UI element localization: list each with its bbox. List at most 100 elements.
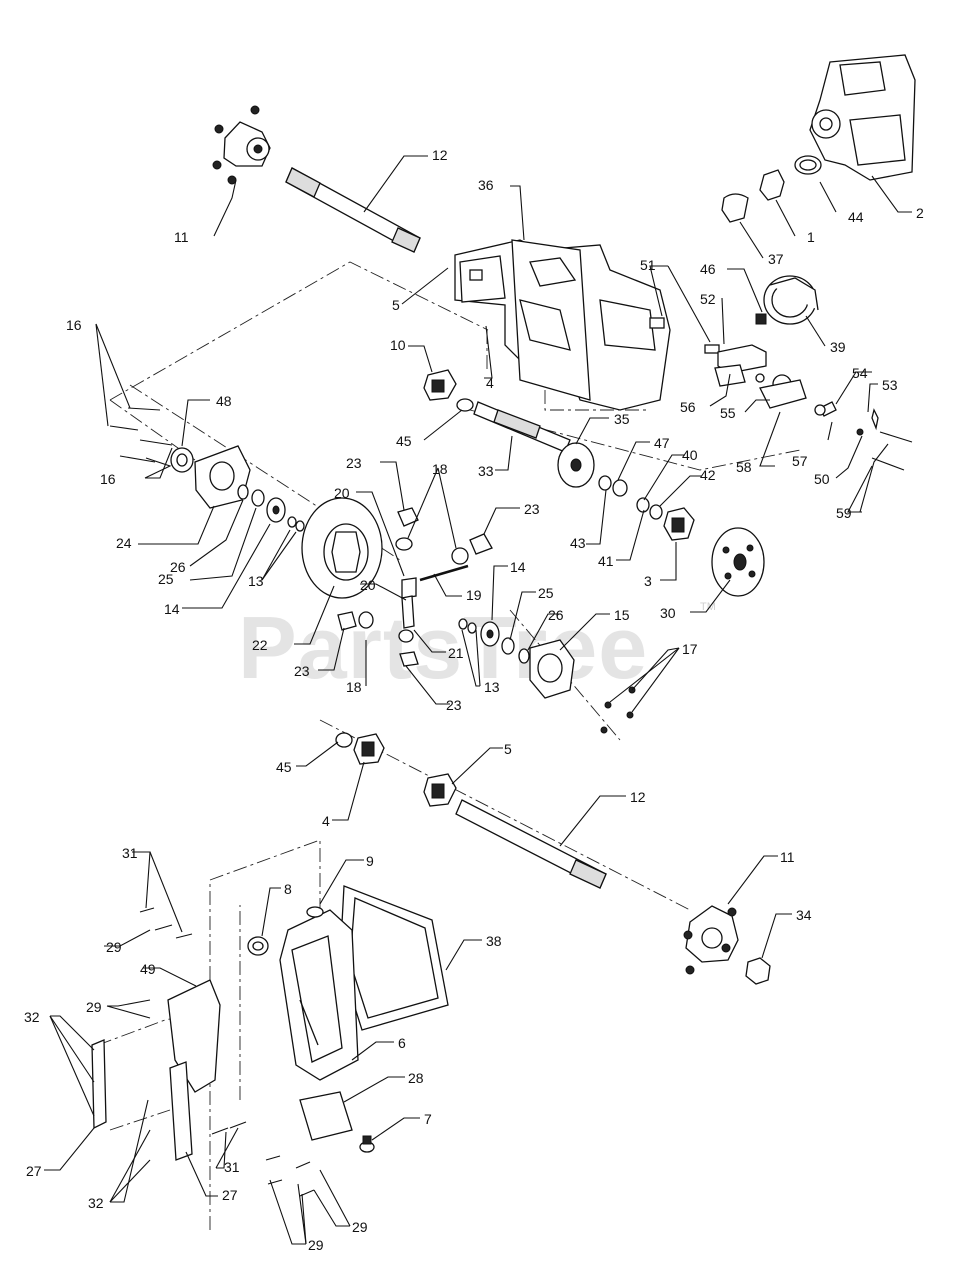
callout-3: 3 — [644, 573, 652, 589]
callout-47: 47 — [654, 435, 670, 451]
callout-50: 50 — [814, 471, 830, 487]
callout-16-bottom: 16 — [100, 471, 116, 487]
callout-10: 10 — [390, 337, 406, 353]
callout-23-bottom: 23 — [446, 697, 462, 713]
callout-43: 43 — [570, 535, 586, 551]
ring-gear-22 — [301, 497, 383, 599]
bearing-4-bottom — [353, 733, 385, 765]
callout-53: 53 — [882, 377, 898, 393]
cover-15 — [529, 639, 575, 699]
callout-28: 28 — [408, 1070, 424, 1086]
callout-20-top: 20 — [334, 485, 350, 501]
callout-29-right: 29 — [352, 1219, 368, 1235]
washers-47-43-40-41-42 — [598, 475, 663, 520]
axle-shaft-bottom — [455, 799, 607, 889]
callout-42: 42 — [700, 467, 716, 483]
axle-shaft-top — [285, 167, 421, 253]
callout-23-left: 23 — [294, 663, 310, 679]
differential-internals — [337, 507, 493, 667]
callout-32-left: 32 — [24, 1009, 40, 1025]
plate-27-left — [91, 1039, 107, 1130]
hydro-pump-assembly — [809, 54, 916, 181]
callout-leaders — [44, 155, 912, 1245]
callout-37: 37 — [768, 251, 784, 267]
plate-27-right — [169, 1061, 193, 1161]
callout-20-bottom: 20 — [360, 577, 376, 593]
callout-4-bottom: 4 — [322, 813, 330, 829]
callout-26-left: 26 — [170, 559, 186, 575]
callout-1: 1 — [807, 229, 815, 245]
callout-18-bottom: 18 — [346, 679, 362, 695]
callout-45-bottom: 45 — [276, 759, 292, 775]
callout-14-left: 14 — [164, 601, 180, 617]
gear-35 — [557, 442, 595, 488]
callout-18-top: 18 — [432, 461, 448, 477]
callout-52: 52 — [700, 291, 716, 307]
fan-pulley — [755, 275, 819, 325]
bracket-28 — [299, 1091, 353, 1141]
callout-16-top: 16 — [66, 317, 82, 333]
washers-25-26-right — [501, 637, 530, 664]
drain-plug-7 — [359, 1135, 375, 1153]
callout-24: 24 — [116, 535, 132, 551]
screws-bottom — [139, 907, 315, 1197]
callout-57: 57 — [792, 453, 808, 469]
washers-26-25 — [237, 484, 265, 507]
callout-19: 19 — [466, 587, 482, 603]
callout-41: 41 — [598, 553, 614, 569]
callout-labels: 11 12 36 2 44 1 37 5 51 46 52 39 16 48 1… — [24, 147, 924, 1253]
callout-27-right: 27 — [222, 1187, 238, 1203]
callout-2: 2 — [916, 205, 924, 221]
cover-6 — [279, 909, 359, 1081]
callout-34: 34 — [796, 907, 812, 923]
axle-hub-top — [212, 105, 271, 185]
gear-14-left — [266, 497, 286, 523]
callout-21: 21 — [448, 645, 464, 661]
seal-and-gear-small — [721, 155, 822, 223]
callout-32-bottom: 32 — [88, 1195, 104, 1211]
cover-24 — [194, 445, 251, 509]
watermark-text: PartsTree — [238, 598, 648, 697]
callout-9: 9 — [366, 853, 374, 869]
transmission-housing — [454, 239, 671, 411]
callout-59: 59 — [836, 505, 852, 521]
callout-33: 33 — [478, 463, 494, 479]
seal-8 — [247, 936, 269, 956]
callout-48: 48 — [216, 393, 232, 409]
callout-38: 38 — [486, 933, 502, 949]
callout-4-top: 4 — [486, 375, 494, 391]
callout-22: 22 — [252, 637, 268, 653]
callout-58: 58 — [736, 459, 752, 475]
callout-5: 5 — [392, 297, 400, 313]
gear-14-right — [480, 621, 500, 647]
callout-26-right: 26 — [548, 607, 564, 623]
callout-8: 8 — [284, 881, 292, 897]
callout-17: 17 — [682, 641, 698, 657]
callout-49: 49 — [140, 961, 156, 977]
callout-29-bottom: 29 — [308, 1237, 324, 1253]
bushing-48 — [170, 447, 194, 473]
callout-54: 54 — [852, 365, 868, 381]
callout-35: 35 — [614, 411, 630, 427]
callout-31-bottom: 31 — [224, 1159, 240, 1175]
callout-40: 40 — [682, 447, 698, 463]
rings-13-left — [287, 516, 305, 532]
callout-29-top: 29 — [106, 939, 122, 955]
callout-13-left: 13 — [248, 573, 264, 589]
gasket-38 — [339, 885, 449, 1031]
bearing-10 — [423, 369, 457, 401]
callout-25-left: 25 — [158, 571, 174, 587]
callout-29-mid: 29 — [86, 999, 102, 1015]
callout-31-top: 31 — [122, 845, 138, 861]
callout-15: 15 — [614, 607, 630, 623]
callout-23-right: 23 — [524, 501, 540, 517]
callout-30: 30 — [660, 605, 676, 621]
bolts-right — [814, 404, 913, 471]
callout-7: 7 — [424, 1111, 432, 1127]
nut-34 — [745, 957, 771, 985]
washer-45-bottom — [335, 732, 353, 748]
callout-5-bottom: 5 — [504, 741, 512, 757]
plug-9 — [306, 906, 324, 918]
callout-36: 36 — [478, 177, 494, 193]
callout-56: 56 — [680, 399, 696, 415]
